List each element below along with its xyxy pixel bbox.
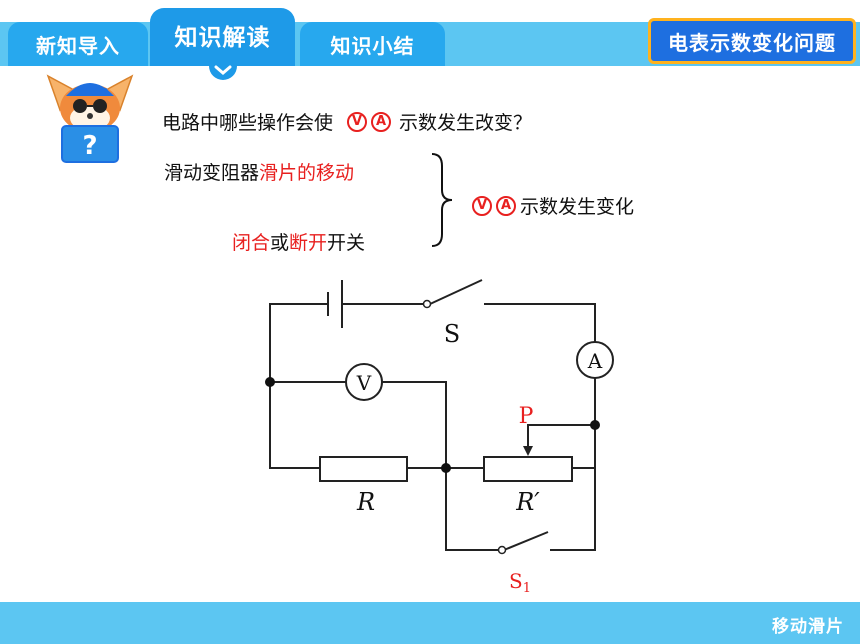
result-label: 示数发生变化 — [520, 196, 635, 218]
tab-new-knowledge[interactable]: 新知导入 — [8, 22, 148, 66]
tab-label: 新知导入 — [36, 33, 120, 58]
operation-text: 滑动变阻器 — [164, 162, 260, 184]
voltmeter-icon — [345, 363, 383, 401]
junction-dot — [590, 420, 600, 430]
result-text: V A 示数发生变化 — [472, 192, 634, 219]
question-suffix: 示数发生改变？ — [399, 112, 533, 134]
topic-badge: 电表示数变化问题 — [648, 18, 856, 64]
bottom-bar: 移动滑片 — [0, 602, 860, 644]
rheostat-r-prime — [483, 456, 573, 482]
operation-highlight-open: 断开 — [289, 232, 328, 254]
voltmeter-symbol: V — [347, 111, 368, 132]
ammeter-icon — [576, 341, 614, 379]
topic-title: 电表示数变化问题 — [668, 30, 836, 55]
question-prefix: 电路中哪些操作会使 — [162, 112, 334, 134]
operation-highlight-close: 闭合 — [232, 232, 271, 254]
voltmeter-symbol: V — [472, 195, 492, 216]
ammeter-symbol: A — [371, 111, 392, 132]
tab-knowledge-reading[interactable]: 知识解读 — [150, 8, 295, 80]
chevron-down-icon — [208, 60, 237, 80]
resistor-r — [319, 456, 408, 482]
junction-dot — [265, 377, 275, 387]
operation-highlight: 滑片的移动 — [259, 162, 355, 184]
circuit-diagram: V A S P R R′ S1 — [265, 279, 614, 596]
footer-action-label[interactable]: 移动滑片 — [772, 617, 844, 637]
ammeter-symbol: A — [496, 195, 516, 216]
tab-knowledge-summary[interactable]: 知识小结 — [300, 22, 445, 66]
resistor-r-label: R — [356, 488, 375, 516]
svg-text:?: ? — [82, 131, 97, 161]
operation-switch: 闭合或断开开关 — [232, 228, 365, 255]
tab-label: 知识小结 — [330, 33, 415, 58]
ammeter-label: A — [587, 349, 603, 373]
question-text: 电路中哪些操作会使 V A 示数发生改变？ — [162, 108, 532, 135]
tab-label: 知识解读 — [174, 25, 271, 51]
slider-p-label: P — [519, 404, 534, 429]
operation-text-switch: 开关 — [327, 232, 366, 254]
junction-dot — [441, 463, 451, 473]
wire-top-left — [269, 303, 328, 382]
operation-text-or: 或 — [270, 232, 290, 254]
slider-arrow-icon — [523, 446, 533, 456]
switch-s1-label: S1 — [509, 569, 531, 596]
switch-s-label: S — [444, 320, 460, 348]
operation-slider-move: 滑动变阻器滑片的移动 — [164, 158, 354, 185]
voltmeter-label: V — [356, 371, 372, 395]
fox-mascot-icon: ? — [40, 68, 140, 163]
rheostat-label: R′ — [515, 488, 540, 516]
right-brace-icon — [431, 153, 453, 247]
switch-contact — [497, 545, 507, 555]
switch-contact — [422, 299, 432, 309]
top-navigation: 新知导入 知识解读 知识小结 电表示数变化问题 — [0, 0, 860, 80]
